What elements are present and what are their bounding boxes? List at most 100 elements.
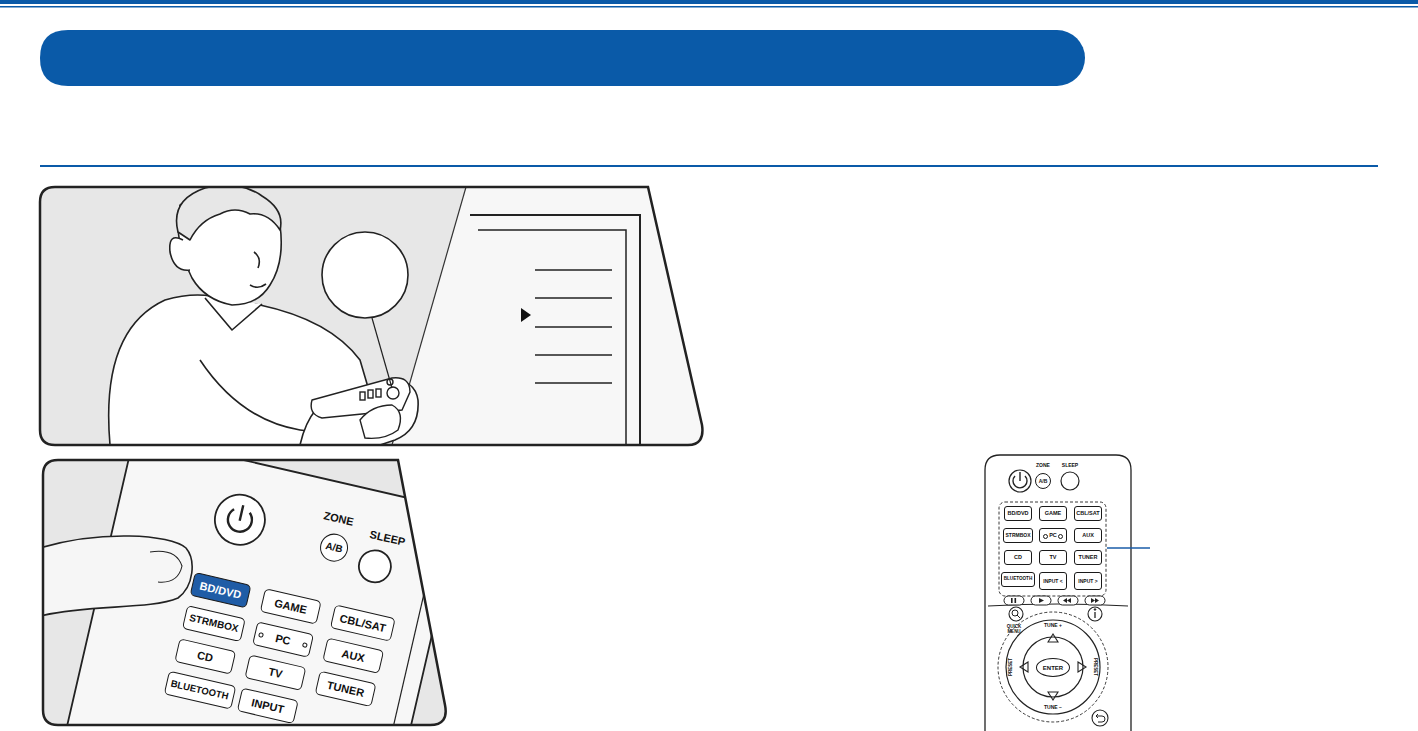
button-caption: ZONE — [1036, 463, 1050, 468]
small-remote — [1094, 609, 1096, 611]
menu-lines — [535, 354, 612, 356]
button-label: GAME — [273, 597, 308, 615]
thumb — [40, 536, 192, 616]
small-remote — [1092, 710, 1108, 726]
man — [170, 238, 190, 270]
button-label: BLUETOOTH — [170, 679, 230, 702]
button-label: TV — [1049, 555, 1056, 561]
button-caption: QUICK MENU — [1003, 625, 1025, 634]
button-label: BD/DVD — [1007, 511, 1028, 517]
button-label: BD/DVD — [199, 580, 243, 600]
remote-body — [240, 505, 244, 521]
hand-remote — [311, 378, 410, 439]
small-remote — [1096, 714, 1105, 722]
man — [254, 252, 259, 268]
button-label: A/B — [325, 541, 344, 555]
small-remote — [985, 455, 1131, 731]
button-label: CD — [1014, 555, 1022, 561]
button-label: A/B — [1039, 479, 1048, 484]
small-remote — [1006, 620, 1100, 714]
man — [250, 284, 266, 287]
small-remote — [1023, 637, 1083, 697]
small-remote — [1061, 472, 1079, 490]
closeup-panel — [40, 435, 461, 731]
panel-outline — [43, 460, 446, 725]
button-label: AUX — [1082, 533, 1094, 539]
button-label: INPUT — [250, 697, 285, 715]
direction-arrows — [1078, 662, 1086, 672]
input-button: CBL/SAT — [330, 604, 396, 641]
button-caption: TUNE + — [1044, 623, 1062, 628]
magnifier — [322, 232, 408, 318]
button-caption: PRESET — [1093, 658, 1098, 676]
button-label: CBL/SAT — [339, 612, 387, 633]
small-remote — [985, 455, 1131, 731]
small-remote — [1009, 607, 1023, 621]
remote-body — [226, 508, 254, 534]
menu-lines — [535, 297, 612, 299]
remote-body — [210, 490, 270, 550]
small-remote — [1019, 472, 1020, 481]
direction-arrows — [1020, 662, 1028, 672]
small-remote — [1058, 596, 1078, 605]
round-button: A/B — [317, 531, 351, 565]
input-button: BD/DVD — [190, 572, 252, 608]
menu-lines — [535, 382, 612, 384]
scene-panel — [478, 230, 626, 445]
direction-arrows — [1020, 634, 1086, 700]
button-label: STRMBOX — [188, 613, 239, 634]
input-button: CBL/SAT — [1074, 506, 1102, 521]
hand-remote — [360, 405, 400, 438]
panel-outline — [40, 187, 702, 445]
button-label: TUNER — [1079, 555, 1098, 561]
man — [109, 185, 418, 445]
button-label: PC — [274, 632, 291, 646]
button-label: STRMBOX — [1006, 533, 1031, 538]
leader-line — [372, 318, 392, 388]
button-label: ENTER — [1043, 665, 1063, 671]
input-button: BLUETOOTH — [163, 671, 236, 710]
menu-lines — [535, 269, 612, 271]
input-button: AUX — [322, 638, 384, 674]
button-caption: SLEEP — [369, 529, 407, 548]
input-button: STRMBOX — [1003, 528, 1033, 543]
button-caption: PRESET — [1009, 658, 1014, 676]
menu-lines — [535, 270, 612, 383]
input-button: TV — [244, 654, 306, 690]
button-label: CD — [196, 649, 214, 663]
button-label: TV — [267, 666, 283, 680]
button-caption: ZONE — [322, 510, 354, 528]
button-label: AUX — [341, 648, 366, 664]
scene-panel — [470, 215, 640, 445]
button-label: CBL/SAT — [1076, 511, 1099, 517]
transport-symbols — [1063, 598, 1071, 603]
input-button: PC — [1039, 528, 1067, 543]
small-remote — [999, 502, 1106, 596]
page-frame — [0, 6, 1418, 8]
menu-cursor — [521, 308, 531, 322]
page-frame — [0, 0, 1418, 4]
button-label: GAME — [1045, 511, 1062, 517]
direction-arrows — [1048, 634, 1058, 642]
round-button: A/B — [1035, 473, 1051, 489]
scene-panel — [40, 187, 710, 447]
small-remote — [1088, 607, 1102, 621]
page-frame — [0, 0, 1418, 166]
input-button: INPUT > — [1074, 572, 1102, 590]
page-frame — [40, 165, 1378, 167]
hand-remote — [360, 392, 365, 400]
input-button: STRMBOX — [182, 605, 246, 642]
transport-symbols — [1011, 598, 1099, 603]
small-remote — [1004, 596, 1024, 605]
transport-symbols — [1091, 598, 1099, 603]
button-label: TUNER — [326, 679, 365, 698]
input-button: GAME — [260, 588, 322, 624]
menu-lines — [535, 326, 612, 328]
input-button: INPUT — [237, 688, 299, 724]
input-button: INPUT < — [1039, 572, 1067, 590]
enter-button: ENTER — [1036, 658, 1070, 677]
button-label: PC — [1049, 533, 1057, 539]
small-remote — [1031, 596, 1051, 605]
button-label: INPUT > — [1078, 579, 1097, 584]
